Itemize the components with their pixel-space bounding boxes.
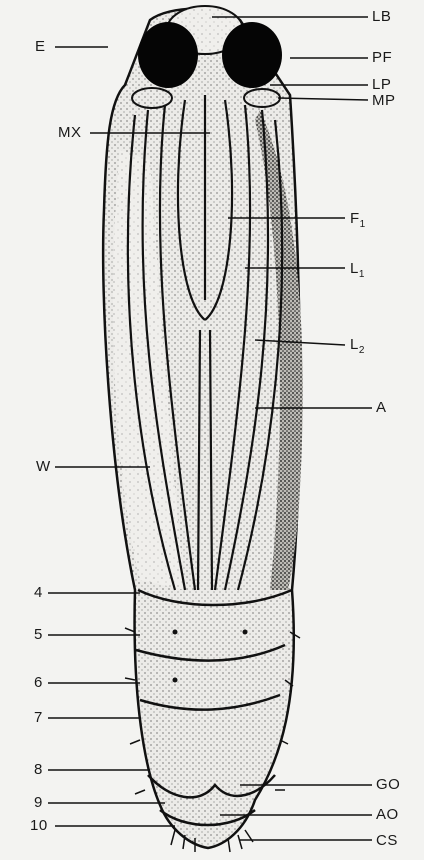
label-seg-4: 4	[34, 584, 43, 601]
label-lp: LP	[372, 76, 391, 93]
label-l2-sub: 2	[359, 345, 365, 356]
label-seg-9: 9	[34, 794, 43, 811]
label-seg-6: 6	[34, 674, 43, 691]
label-pf: PF	[372, 49, 392, 66]
label-seg-8: 8	[34, 761, 43, 778]
eye-left	[138, 22, 198, 88]
label-l2-main: L	[350, 336, 359, 353]
eye-right	[222, 22, 282, 88]
label-go: GO	[376, 776, 400, 793]
label-l2: L2	[350, 336, 365, 356]
label-seg-7: 7	[34, 709, 43, 726]
label-mx: MX	[58, 124, 82, 141]
label-e: E	[35, 38, 46, 55]
label-f1: F1	[350, 210, 366, 230]
label-a: A	[376, 399, 387, 416]
label-f1-main: F	[350, 210, 360, 227]
label-seg-5: 5	[34, 626, 43, 643]
label-l1-sub: 1	[359, 269, 365, 280]
label-mp: MP	[372, 92, 396, 109]
label-lb: LB	[372, 8, 391, 25]
label-l1: L1	[350, 260, 365, 280]
label-w: W	[36, 458, 51, 475]
label-l1-main: L	[350, 260, 359, 277]
label-seg-10: 10	[30, 817, 48, 834]
label-f1-sub: 1	[360, 219, 366, 230]
label-ao: AO	[376, 806, 399, 823]
label-cs: CS	[376, 832, 398, 849]
